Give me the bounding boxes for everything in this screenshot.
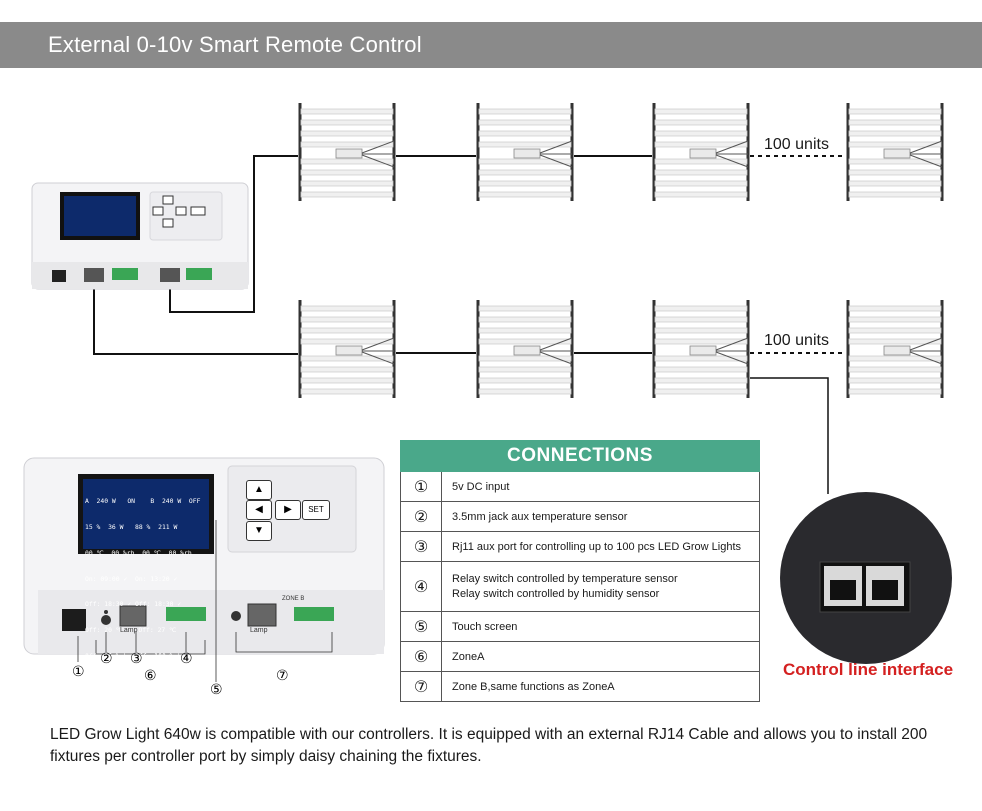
row-number: ② (400, 501, 442, 532)
screen-mode: AUTO (193, 677, 209, 686)
row-number: ④ (400, 561, 442, 612)
row-description: Zone B,same functions as ZoneA (441, 671, 760, 702)
grow-light-fixture (650, 101, 752, 203)
row-number: ③ (400, 531, 442, 562)
callout-6: ⑥ (144, 667, 157, 683)
grow-light-fixture (844, 298, 946, 400)
callout-2: ② (100, 650, 113, 666)
screen-clock: 11:52:06 (85, 677, 116, 686)
controller-small (31, 182, 249, 290)
grow-light-fixture (650, 298, 752, 400)
connections-title: CONNECTIONS (400, 440, 760, 472)
lamp-a-label: Lamp (120, 627, 138, 634)
connection-row: ⑥ ZoneA (400, 641, 760, 672)
control-line-photo (780, 492, 952, 664)
grow-light-fixture (296, 298, 398, 400)
callout-1: ① (72, 663, 85, 679)
footer-description: LED Grow Light 640w is compatible with o… (50, 726, 928, 765)
callout-4: ④ (180, 650, 193, 666)
screen-row: A 240 W ON B 240 W OFF (85, 497, 201, 506)
page-title: External 0-10v Smart Remote Control (48, 32, 422, 57)
grow-light-fixture (296, 101, 398, 203)
control-line-label: Control line interface (783, 660, 954, 679)
header-bar: External 0-10v Smart Remote Control (0, 22, 982, 68)
row-description: Relay switch controlled by temperature s… (441, 561, 760, 612)
grow-light-fixture (844, 101, 946, 203)
connection-row: ⑦ Zone B,same functions as ZoneA (400, 671, 760, 702)
screen-row: 15 % 36 W 88 % 211 W (85, 522, 178, 531)
screen-row: 00 ℃ 00 %rh 00 ℃ 00 %rh (85, 548, 192, 557)
set-button[interactable]: SET (302, 500, 330, 520)
touch-screen (83, 479, 209, 549)
row-number: ⑥ (400, 641, 442, 672)
grow-light-fixture (474, 101, 576, 203)
connection-row: ④ Relay switch controlled by temperature… (400, 561, 760, 612)
row-description: ZoneA (441, 641, 760, 672)
screen-row: On: 09:00 ✓ On: 13:20 ✓ (85, 574, 178, 583)
zone-b-label: ZONE B (282, 596, 305, 602)
row-description: Touch screen (441, 611, 760, 642)
screen-row: Off: 20 ℃ Off: 27 ℃ (85, 626, 177, 635)
connection-row: ⑤ Touch screen (400, 611, 760, 642)
callout-5: ⑤ (210, 681, 223, 697)
up-arrow-button[interactable]: ▲ (246, 480, 272, 500)
down-arrow-button[interactable]: ▼ (246, 521, 272, 541)
row-description: Rj11 aux port for controlling up to 100 … (441, 531, 760, 562)
row-description: 3.5mm jack aux temperature sensor (441, 501, 760, 532)
left-arrow-button[interactable]: ◀ (246, 500, 272, 520)
screen-row: Off: 18:30 ✓ Off: 18:30 ✓ (85, 600, 182, 609)
callout-7: ⑦ (276, 667, 289, 683)
units-label-top: 100 units (762, 136, 831, 154)
row-number: ⑤ (400, 611, 442, 642)
lamp-b-label: Lamp (250, 627, 268, 634)
controller-screen-text: A 240 W ON B 240 W OFF 15 % 36 W 88 % 21… (85, 480, 209, 695)
screen-unit: Unit: ℃ (139, 677, 170, 686)
connection-row: ③ Rj11 aux port for controlling up to 10… (400, 531, 760, 562)
connection-row: ① 5v DC input (400, 471, 760, 502)
right-arrow-button[interactable]: ▶ (275, 500, 301, 520)
units-label-bottom: 100 units (762, 332, 831, 350)
row-description: 5v DC input (441, 471, 760, 502)
row-number: ⑦ (400, 671, 442, 702)
callout-3: ③ (130, 650, 143, 666)
grow-light-fixture (474, 298, 576, 400)
connection-row: ② 3.5mm jack aux temperature sensor (400, 501, 760, 532)
screen-row: Off: 85 %rh Off: 100 %rh (85, 651, 182, 660)
connections-table: CONNECTIONS ① 5v DC input ② 3.5mm jack a… (400, 440, 760, 702)
row-number: ① (400, 471, 442, 502)
